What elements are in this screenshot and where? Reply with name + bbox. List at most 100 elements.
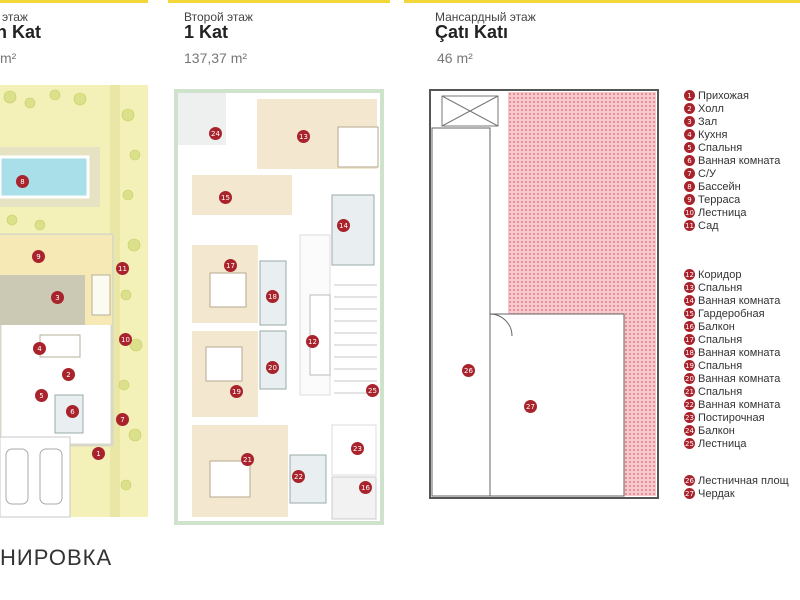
sofa (91, 274, 111, 316)
room-marker: 13 (297, 130, 310, 143)
room-marker: 22 (292, 470, 305, 483)
roof-area-lower (624, 362, 656, 496)
legend-label: Бассейн (698, 180, 741, 193)
room-marker: 16 (359, 481, 372, 494)
garden-path (110, 85, 120, 517)
room-marker: 4 (33, 342, 46, 355)
legend-label: Балкон (698, 424, 735, 437)
legend-number-badge: 16 (684, 321, 695, 332)
bed-21 (209, 460, 251, 498)
floor3-subtitle: Мансардный этаж (435, 10, 536, 24)
legend-number-badge: 23 (684, 412, 695, 423)
legend-label: Прихожая (698, 89, 749, 102)
attic-floor-plan (429, 89, 659, 499)
legend-label: Ванная комната (698, 372, 781, 385)
room-marker: 27 (524, 400, 537, 413)
legend-label: Ванная комната (698, 398, 781, 411)
door-swing (489, 313, 513, 337)
landing-26 (431, 127, 491, 497)
legend-number-badge: 3 (684, 116, 695, 127)
room-marker: 2 (62, 368, 75, 381)
legend-label: Терраса (698, 193, 741, 206)
legend-label: Лестничная площ (698, 474, 789, 487)
room-marker: 3 (51, 291, 64, 304)
room-marker: 19 (230, 385, 243, 398)
bed-17 (209, 272, 247, 308)
living-floor (0, 275, 85, 325)
legend-number-badge: 17 (684, 334, 695, 345)
legend-label: Зал (698, 115, 718, 128)
bathroom-20 (259, 330, 287, 390)
room-marker: 6 (66, 405, 79, 418)
legend-label: Ванная комната (698, 294, 781, 307)
attic-room-27 (489, 313, 625, 497)
room-marker: 17 (224, 259, 237, 272)
legend-number-badge: 1 (684, 90, 695, 101)
legend-number-badge: 5 (684, 142, 695, 153)
garden-trees (3, 89, 143, 491)
page-bottom-title: НИРОВКА (0, 545, 113, 570)
dressing-15-floor (192, 175, 292, 215)
legend-number-badge: 9 (684, 194, 695, 205)
car-2 (39, 448, 63, 505)
room-marker: 5 (35, 389, 48, 402)
legend-number-badge: 8 (684, 181, 695, 192)
car-1 (5, 448, 29, 505)
kitchen-counter (39, 334, 81, 358)
room-marker: 7 (116, 413, 129, 426)
first-floor-plan (174, 89, 384, 525)
legend-label: Коридор (698, 268, 742, 281)
legend-label: Гардеробная (698, 307, 765, 320)
legend-number-badge: 14 (684, 295, 695, 306)
stair-opening-cross-2 (441, 95, 499, 127)
floor3-name: Çatı Katı (435, 22, 509, 42)
legend-number-badge: 26 (684, 475, 695, 486)
pool (0, 155, 90, 199)
legend-number-badge: 7 (684, 168, 695, 179)
room-marker: 21 (241, 453, 254, 466)
legend-label: Кухня (698, 128, 728, 141)
floor1-area: m² (0, 50, 17, 66)
legend-label: Холл (698, 102, 724, 115)
legend-label: Балкон (698, 320, 735, 333)
top-accent-line-mid (168, 0, 390, 3)
legend-number-badge: 12 (684, 269, 695, 280)
room-marker: 12 (306, 335, 319, 348)
legend-label: Спальня (698, 141, 743, 154)
room-marker: 23 (351, 442, 364, 455)
legend-number-badge: 4 (684, 129, 695, 140)
legend-label: Сад (698, 219, 719, 232)
legend-label: Лестница (698, 206, 747, 219)
legend-number-badge: 2 (684, 103, 695, 114)
legend-number-badge: 24 (684, 425, 695, 436)
floor2-name: 1 Kat (184, 22, 229, 42)
room-marker: 20 (266, 361, 279, 374)
room-marker: 24 (209, 127, 222, 140)
legend-label: Чердак (698, 487, 735, 500)
legend-label: Ванная комната (698, 346, 781, 359)
floor2-subtitle: Второй этаж (184, 10, 253, 24)
